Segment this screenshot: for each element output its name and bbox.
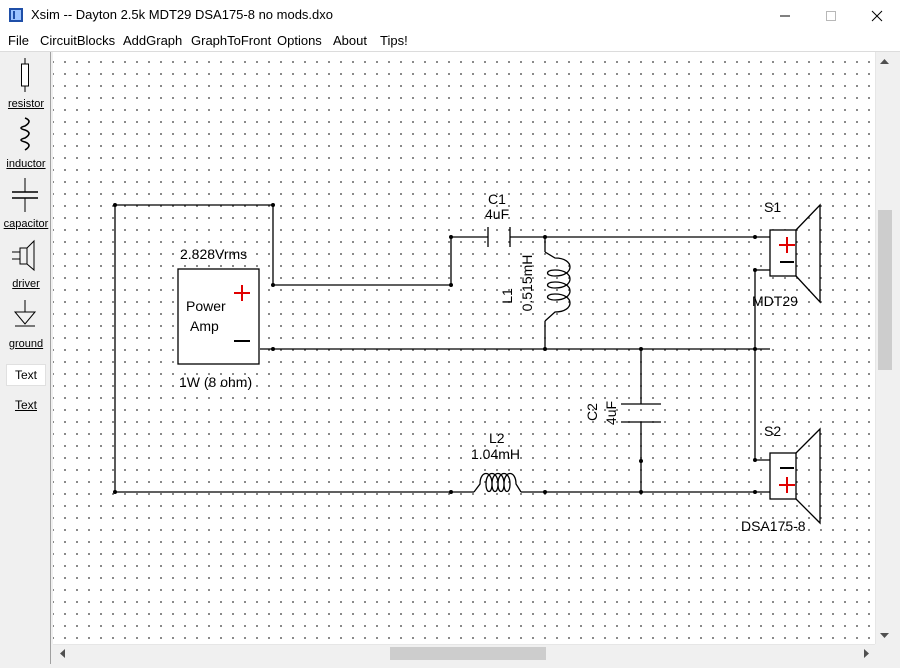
horizontal-scrollbar[interactable] [53, 644, 875, 662]
amp-voltage-label: 2.828Vrms [180, 246, 247, 262]
menu-options[interactable]: Options [277, 33, 322, 48]
driver-icon[interactable] [0, 236, 50, 274]
minimize-icon [780, 15, 790, 16]
ground-label[interactable]: ground [8, 338, 44, 350]
scroll-up-arrow-icon[interactable] [876, 52, 893, 69]
menu-circuit-blocks[interactable]: CircuitBlocks [40, 33, 116, 48]
inductor-l1[interactable] [544, 251, 571, 322]
minimize-button[interactable] [762, 0, 808, 31]
window-title: Xsim -- Dayton 2.5k MDT29 DSA175-8 no mo… [31, 7, 334, 22]
scroll-right-arrow-icon[interactable] [858, 645, 875, 662]
l1-value-label: 0.515mH [519, 255, 535, 312]
wire-c1-out [510, 236, 546, 252]
scroll-down-arrow-icon[interactable] [876, 627, 893, 644]
title-bar: Xsim -- Dayton 2.5k MDT29 DSA175-8 no mo… [0, 0, 900, 31]
resistor-label[interactable]: resistor [7, 98, 45, 110]
capacitor-c2[interactable] [621, 403, 661, 423]
inductor-icon[interactable] [0, 116, 50, 154]
component-toolbox: resistor inductor capacitor driver groun… [0, 52, 51, 664]
menu-file[interactable]: File [8, 33, 29, 48]
close-button[interactable] [854, 0, 900, 31]
c2-name-label: C2 [584, 403, 600, 421]
close-icon [871, 10, 883, 21]
ground-icon[interactable] [0, 296, 50, 334]
capacitor-label[interactable]: capacitor [3, 218, 49, 230]
s1-model-label: MDT29 [752, 293, 798, 309]
amp-name-label-2: Amp [190, 318, 219, 334]
menu-bar: File CircuitBlocks AddGraph GraphToFront… [0, 31, 900, 52]
c2-value-label: 4uF [603, 401, 619, 425]
speaker-s1[interactable] [769, 203, 821, 304]
l2-value-label: 1.04mH [471, 446, 520, 462]
c1-value-label: 4uF [485, 206, 509, 222]
s1-name-label: S1 [764, 199, 781, 215]
text-tool-button[interactable]: Text [6, 364, 46, 386]
vertical-scrollbar[interactable] [875, 52, 894, 644]
speaker-s2[interactable] [769, 427, 821, 525]
capacitor-c1[interactable] [487, 227, 511, 247]
l2-name-label: L2 [489, 430, 505, 446]
c1-name-label: C1 [488, 191, 506, 207]
menu-about[interactable]: About [333, 33, 367, 48]
menu-add-graph[interactable]: AddGraph [123, 33, 183, 48]
capacitor-icon[interactable] [0, 176, 50, 214]
menu-graph-to-front[interactable]: GraphToFront [191, 33, 272, 48]
power-amp[interactable] [177, 268, 260, 365]
l1-name-label: L1 [499, 288, 515, 304]
text-tool-label[interactable]: Text [14, 398, 37, 412]
resistor-icon[interactable] [0, 56, 50, 94]
maximize-icon [826, 10, 836, 21]
scrollbar-corner [875, 644, 893, 661]
wire-amp-plus [115, 204, 488, 286]
inductor-label[interactable]: inductor [6, 158, 46, 170]
junction-dots [113, 203, 757, 494]
maximize-button[interactable] [808, 0, 854, 31]
horizontal-scroll-thumb[interactable] [390, 647, 546, 660]
amp-power-label: 1W (8 ohm) [179, 374, 252, 390]
menu-tips[interactable]: Tips! [380, 33, 408, 48]
app-icon[interactable] [8, 7, 24, 23]
s2-name-label: S2 [764, 423, 781, 439]
driver-label[interactable]: driver [12, 278, 40, 290]
vertical-scroll-thumb[interactable] [878, 210, 892, 370]
amp-name-label: Power [186, 298, 226, 314]
s2-model-label: DSA175-8 [741, 518, 806, 534]
inductor-l2[interactable] [473, 472, 522, 493]
scroll-left-arrow-icon[interactable] [53, 645, 70, 662]
